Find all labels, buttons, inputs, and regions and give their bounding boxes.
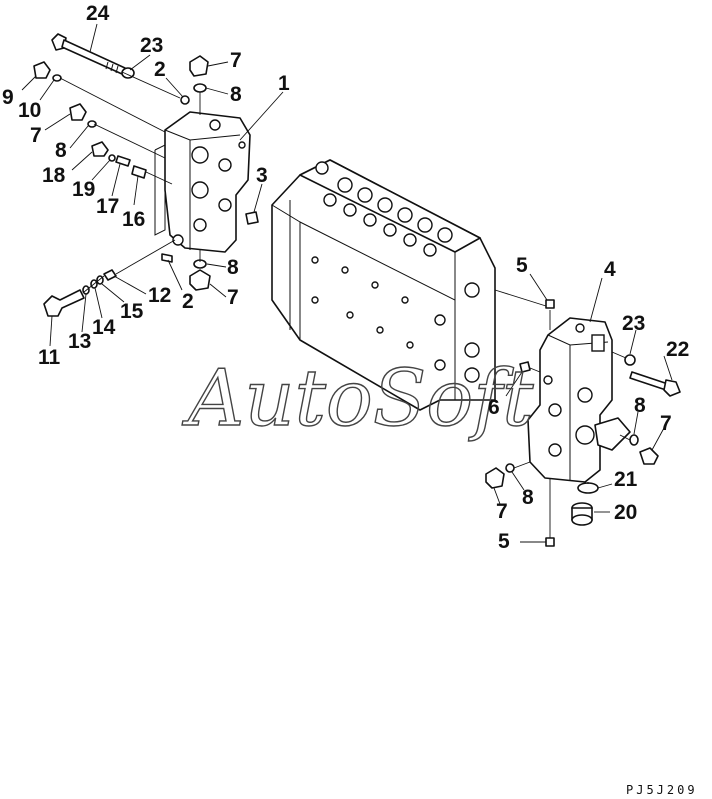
- ring-19: [108, 154, 116, 162]
- spring-17: [115, 155, 131, 167]
- callout-label: 1: [278, 72, 290, 95]
- callout-label: 14: [92, 316, 116, 339]
- callout-label: 2: [154, 58, 166, 81]
- callout-label: 10: [18, 99, 41, 122]
- callout-label: 23: [622, 312, 645, 335]
- callout-label: 8: [55, 139, 67, 162]
- callout-label: 19: [72, 178, 95, 201]
- callout-label: 18: [42, 164, 66, 187]
- long-bolt-24: [51, 33, 126, 75]
- plug-7-left: [69, 103, 87, 121]
- drawing-code: PJ5J209: [626, 783, 698, 797]
- oring-8-lower: [505, 463, 515, 473]
- oring-8-right: [629, 434, 639, 446]
- callout-label: 5: [498, 530, 510, 553]
- callout-label: 7: [660, 412, 672, 435]
- callout-label: 21: [614, 468, 638, 491]
- oring-8-left: [87, 120, 97, 128]
- callout-label: 8: [230, 83, 242, 106]
- callout-label: 3: [256, 164, 268, 187]
- callout-label: 17: [96, 195, 119, 218]
- watermark-text: AutoSoft: [182, 354, 534, 444]
- callout-label: 9: [2, 86, 14, 109]
- washer-23-right: [624, 354, 636, 366]
- callout-label: 20: [614, 501, 637, 524]
- callout-label: 6: [488, 396, 500, 419]
- callout-label: 7: [496, 500, 508, 523]
- bolt-22: [629, 371, 681, 397]
- callout-label: 4: [604, 258, 616, 281]
- stud-5-bottom: [545, 537, 555, 547]
- oring-21: [577, 482, 599, 494]
- oring-10: [52, 74, 62, 82]
- callout-labels: 24 23 2 7 8 1 9 10 7 8 18 19 17 16 3 8 7…: [2, 2, 689, 553]
- callout-label: 2: [182, 290, 194, 313]
- stud-2-bottom: [161, 253, 173, 263]
- stud-2-top: [180, 95, 190, 105]
- callout-label: 5: [516, 254, 528, 277]
- plug-7-lower: [485, 467, 505, 489]
- callout-label: 12: [148, 284, 171, 307]
- washer-23-left: [121, 67, 135, 79]
- callout-label: 23: [140, 34, 163, 57]
- callout-label: 7: [230, 49, 242, 72]
- plug-7-right: [639, 447, 659, 465]
- plug-7-top: [189, 55, 209, 77]
- callout-label: 16: [122, 208, 145, 231]
- assembly-lines: [59, 71, 631, 538]
- stud-6: [519, 361, 531, 373]
- valve-11: [43, 289, 85, 317]
- callout-label: 24: [86, 2, 110, 25]
- callout-label: 22: [666, 338, 689, 361]
- main-valve-body: [271, 159, 496, 411]
- plug-9: [33, 61, 51, 79]
- bolt-3: [245, 211, 259, 225]
- plug-20: [571, 502, 593, 526]
- plug-18: [91, 141, 109, 157]
- callout-label: 15: [120, 300, 144, 323]
- right-end-cover: [527, 317, 631, 483]
- callout-label: 8: [227, 256, 239, 279]
- callout-label: 7: [227, 286, 239, 309]
- callout-label: 8: [522, 486, 534, 509]
- plug-7-bottom: [189, 269, 211, 291]
- callout-label: 7: [30, 124, 42, 147]
- leader-lines: [21, 23, 673, 543]
- ring-12: [103, 269, 117, 281]
- poppet-16: [131, 165, 147, 179]
- stud-5-top: [545, 299, 555, 309]
- callout-label: 8: [634, 394, 646, 417]
- oring-8-top: [193, 83, 207, 93]
- left-end-cover: [154, 111, 251, 253]
- callout-label: 11: [38, 346, 61, 369]
- callout-label: 13: [68, 330, 91, 353]
